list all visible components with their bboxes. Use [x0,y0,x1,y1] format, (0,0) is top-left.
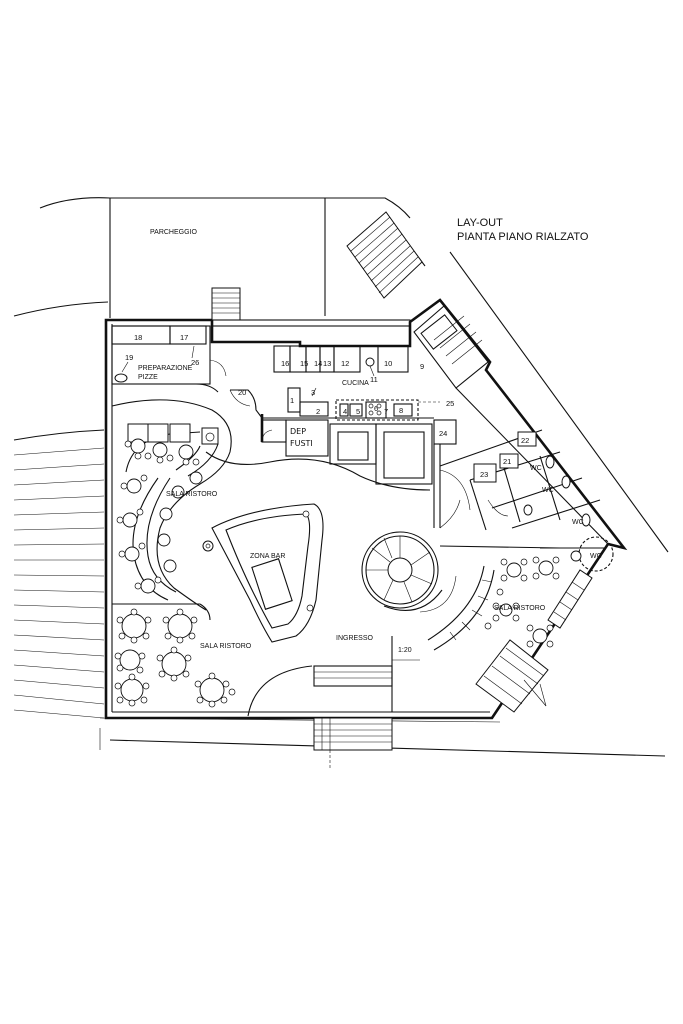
label-dep: DEP [290,427,306,436]
label-parcheggio: PARCHEGGIO [150,229,197,236]
num-4: 4 [343,407,347,416]
num-25: 25 [446,399,454,408]
num-6: 6 [374,404,378,413]
label-preparazione: PREPARAZIONE [138,365,193,372]
num-1: 1 [290,396,294,405]
label-wc-2: WC [542,487,554,494]
num-12: 12 [341,359,349,368]
num-2: 2 [316,407,320,416]
terraced-steps-west [13,429,105,719]
dining-left-lower [112,603,236,708]
central-hall [202,444,471,751]
num-24: 24 [439,429,447,438]
pizza-prep-room [111,325,227,393]
num-22: 22 [521,436,529,445]
num-15: 15 [300,359,308,368]
num-23: 23 [480,470,488,479]
plan-title: LAY-OUT [457,217,503,229]
num-16: 16 [281,359,289,368]
num-20: 20 [238,388,246,397]
spiral-staircase [361,531,457,613]
label-cucina: CUCINA [342,380,369,387]
label-fusti: FUSTI [290,439,313,448]
stair-north [211,287,411,327]
label-wc-3: WC [572,519,584,526]
num-5: 5 [356,407,360,416]
num-19: 19 [125,353,133,362]
label-pizze: PIZZE [138,374,158,381]
label-ingresso: INGRESSO [336,635,374,642]
service-wing [413,305,614,572]
num-21: 21 [503,457,511,466]
plan-subtitle: PIANTA PIANO RIALZATO [457,231,589,243]
num-9: 9 [420,362,424,371]
label-ramp-slope: 1:20 [398,647,412,654]
keg-storage [261,419,457,485]
kitchen [229,345,440,442]
num-13: 13 [323,359,331,368]
num-10: 10 [384,359,392,368]
num-14: 14 [314,359,322,368]
num-11: 11 [370,375,378,384]
label-sala-ristoro-right: SALA RISTORO [494,605,546,612]
label-sala-ristoro-upper: SALA RISTORO [166,491,218,498]
num-26: 26 [191,358,199,367]
label-wc-1: WC [530,465,542,472]
labels: LAY-OUT PIANTA PIANO RIALZATO PARCHEGGIO… [125,217,602,654]
num-17: 17 [180,333,188,342]
num-3: 3 [311,388,315,397]
num-8: 8 [399,406,403,415]
label-wc-4: WC [590,553,602,560]
dining-left-upper [111,399,232,611]
label-sala-ristoro-lower: SALA RISTORO [200,643,252,650]
exterior-stair-ne [346,211,423,299]
num-7: 7 [384,407,388,416]
dining-right [427,545,593,713]
num-18: 18 [134,333,142,342]
label-zona-bar: ZONA BAR [250,553,285,560]
